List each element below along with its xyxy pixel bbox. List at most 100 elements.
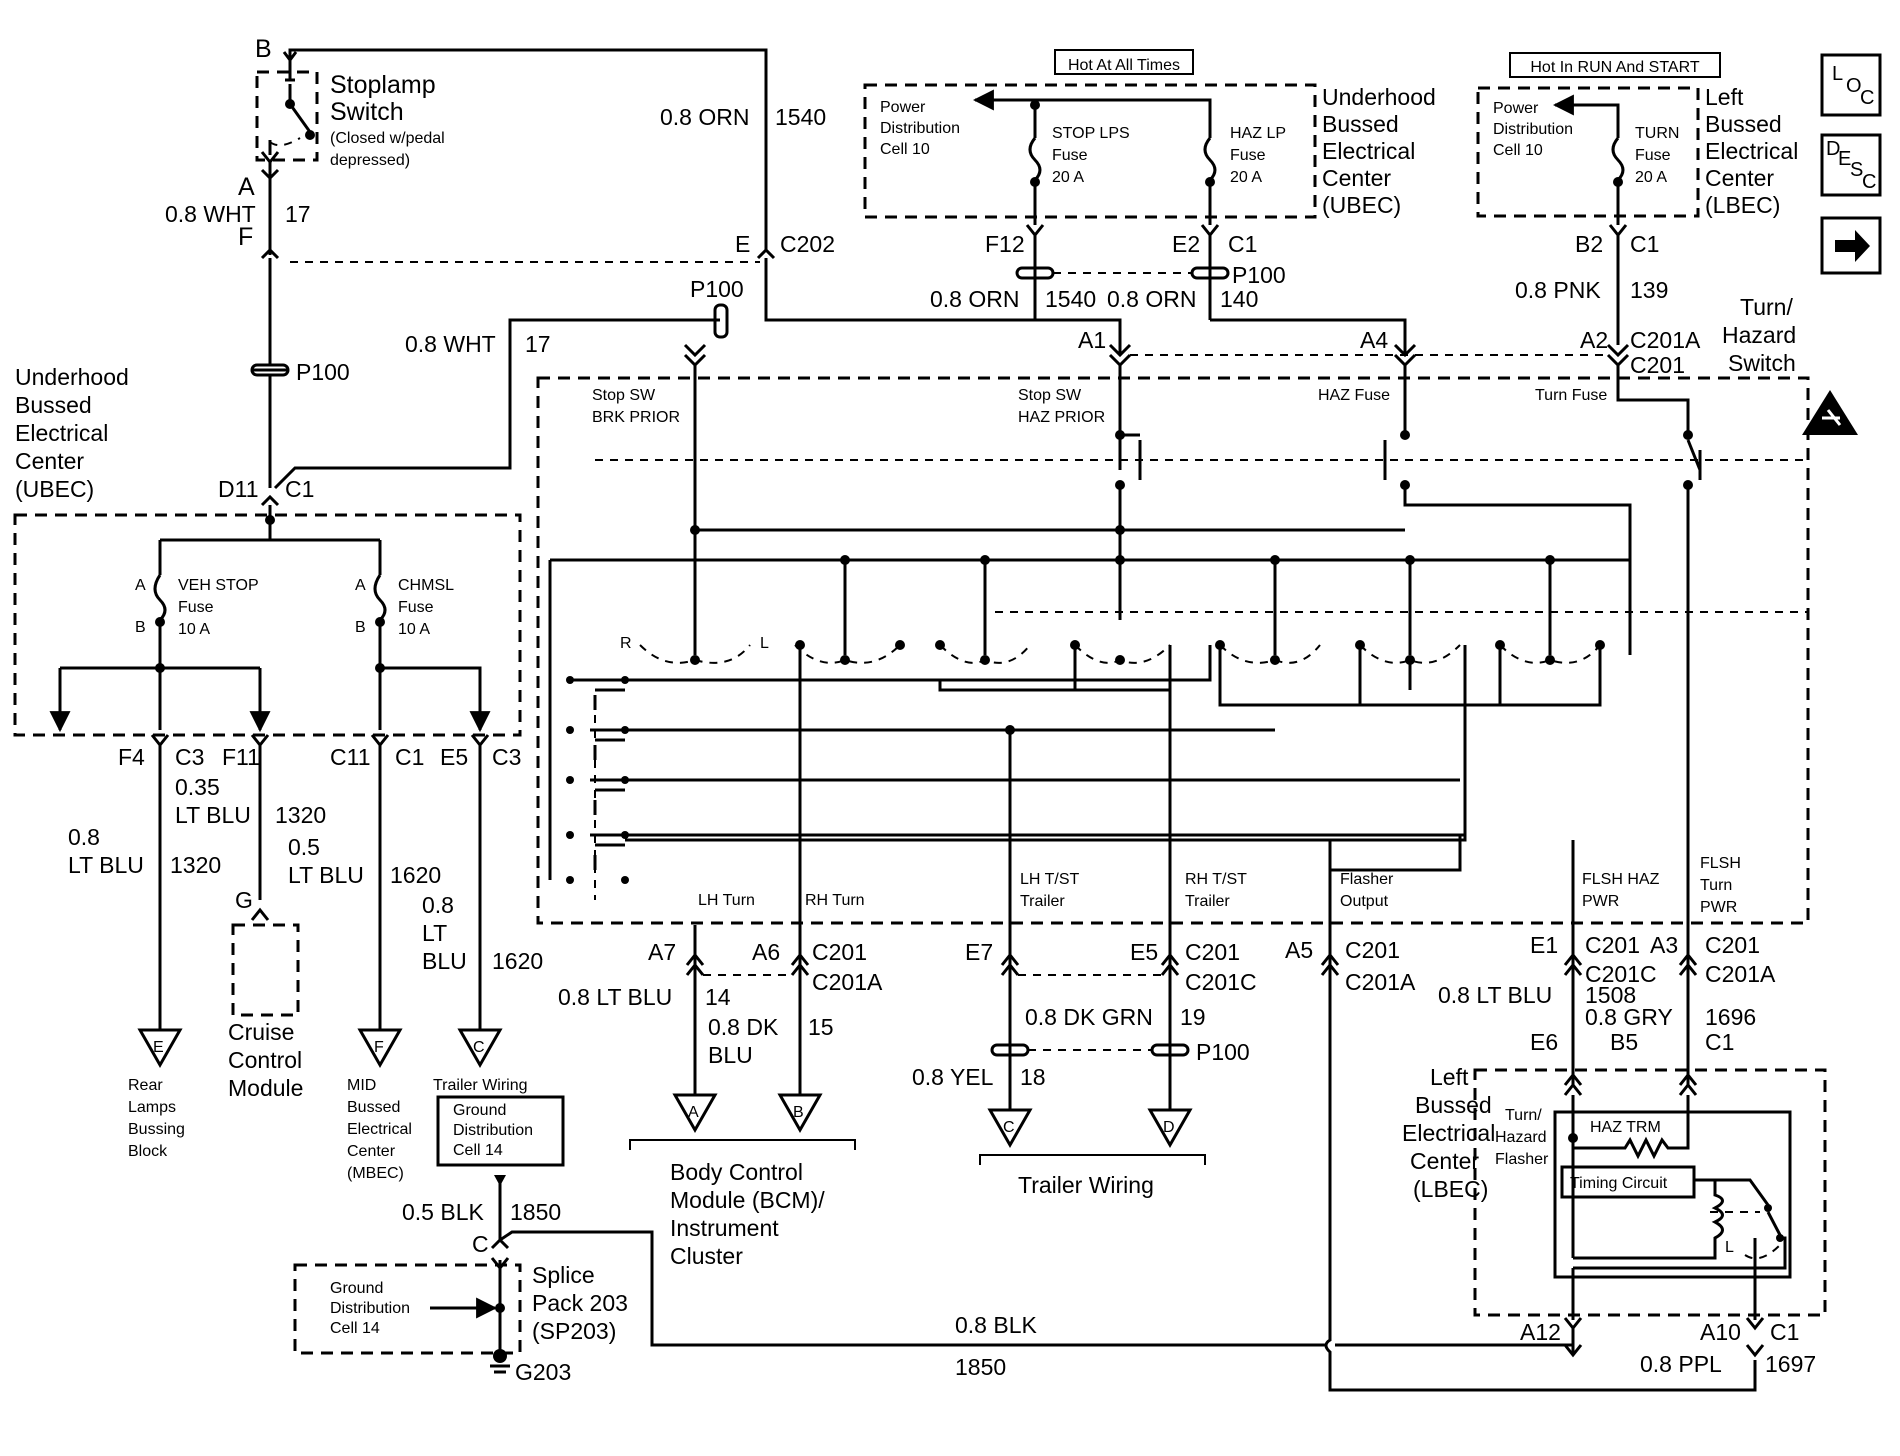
svg-text:Switch: Switch [1728,350,1796,376]
next-arrow-icon[interactable] [1820,216,1882,275]
svg-text:F4: F4 [118,744,145,770]
svg-text:A: A [238,173,255,201]
svg-text:1620: 1620 [492,948,543,974]
svg-text:Center: Center [15,448,84,474]
svg-text:Rear: Rear [128,1077,163,1094]
svg-text:Center: Center [1410,1148,1479,1174]
svg-text:Block: Block [128,1143,168,1160]
svg-text:B: B [135,619,146,636]
orn-1540-wire: 0.8 ORN 1540 E C202 [288,48,1105,322]
svg-text:Flasher: Flasher [1495,1151,1549,1168]
svg-text:Bussed: Bussed [1705,111,1782,137]
svg-text:1620: 1620 [390,862,441,888]
svg-text:1850: 1850 [955,1354,1006,1380]
svg-text:C: C [1003,1119,1015,1136]
svg-text:RH Turn: RH Turn [805,892,865,909]
svg-text:C201A: C201A [1630,327,1701,353]
svg-text:CHMSL: CHMSL [398,577,454,594]
svg-text:(SP203): (SP203) [532,1318,616,1344]
svg-text:E2: E2 [1172,231,1200,257]
desc-icon[interactable]: D E S C [1820,133,1882,197]
svg-text:Ground: Ground [453,1102,506,1119]
svg-text:BRK PRIOR: BRK PRIOR [592,409,680,426]
svg-text:C: C [472,1231,489,1257]
svg-text:Left: Left [1430,1064,1469,1090]
svg-text:D11: D11 [218,476,259,502]
svg-text:G: G [235,887,253,913]
svg-text:C: C [473,1039,485,1056]
svg-text:Hazard: Hazard [1722,322,1796,348]
svg-text:D: D [1163,1119,1175,1136]
svg-text:Bussed: Bussed [15,392,92,418]
svg-text:0.8 WHT: 0.8 WHT [405,331,496,357]
svg-text:Distribution: Distribution [330,1300,410,1317]
svg-text:Timing Circuit: Timing Circuit [1570,1175,1668,1192]
svg-text:Electrical: Electrical [347,1121,412,1138]
svg-text:Distribution: Distribution [880,120,960,137]
bcm-connection: A7 A6 C201 C201A 0.8 LT BLU 14 0.8 DK BL… [558,925,883,1269]
svg-text:C201C: C201C [1585,961,1657,987]
svg-text:C1: C1 [1770,1319,1799,1345]
svg-text:1697: 1697 [1765,1351,1816,1377]
svg-text:Bussing: Bussing [128,1121,185,1138]
svg-text:A: A [355,577,366,594]
svg-text:0.5: 0.5 [288,834,320,860]
svg-text:(LBEC): (LBEC) [1705,192,1780,218]
svg-text:20 A: 20 A [1635,169,1667,186]
svg-text:1696: 1696 [1705,1004,1756,1030]
svg-text:LT BLU: LT BLU [68,852,144,878]
svg-text:0.8 DK GRN: 0.8 DK GRN [1025,1004,1153,1030]
svg-text:Turn/: Turn/ [1505,1107,1542,1124]
svg-text:C201: C201 [1345,937,1400,963]
svg-text:A10: A10 [1700,1319,1741,1345]
svg-text:C201: C201 [1585,932,1640,958]
svg-text:Stoplamp: Stoplamp [330,71,436,99]
svg-text:HAZ TRM: HAZ TRM [1590,1119,1661,1136]
svg-text:F11: F11 [222,744,260,770]
svg-text:Underhood: Underhood [1322,84,1436,110]
svg-text:TURN: TURN [1635,125,1679,142]
svg-text:F12: F12 [985,231,1025,257]
svg-text:L: L [760,635,769,652]
svg-text:Cluster: Cluster [670,1243,743,1269]
svg-text:Electrical: Electrical [15,420,108,446]
svg-text:B: B [255,35,272,63]
svg-text:1508: 1508 [1585,982,1636,1008]
svg-text:Output: Output [1340,893,1389,910]
svg-text:0.8: 0.8 [422,892,454,918]
svg-text:Turn Fuse: Turn Fuse [1535,387,1607,404]
svg-text:Center: Center [347,1143,396,1160]
loc-icon[interactable]: L O C [1820,53,1882,117]
svg-text:Stop SW: Stop SW [592,387,656,404]
svg-text:C201: C201 [1705,932,1760,958]
svg-text:C11: C11 [330,744,371,770]
svg-text:139: 139 [1630,277,1668,303]
svg-text:Cruise: Cruise [228,1019,294,1045]
svg-text:Cell 14: Cell 14 [330,1320,380,1337]
svg-text:Electrical: Electrical [1322,138,1415,164]
svg-text:(LBEC): (LBEC) [1413,1176,1488,1202]
svg-text:F: F [238,223,253,251]
svg-text:MID: MID [347,1077,376,1094]
svg-text:VEH STOP: VEH STOP [178,577,259,594]
svg-text:Lamps: Lamps [128,1099,176,1116]
svg-text:LT: LT [422,920,447,946]
svg-text:P100: P100 [1196,1039,1250,1065]
svg-text:140: 140 [1220,286,1258,312]
svg-text:HAZ PRIOR: HAZ PRIOR [1018,409,1105,426]
svg-text:Electrical: Electrical [1402,1120,1495,1146]
svg-text:Stop SW: Stop SW [1018,387,1082,404]
svg-text:Ground: Ground [330,1280,383,1297]
svg-text:Fuse: Fuse [178,599,214,616]
svg-text:0.8 ORN: 0.8 ORN [660,104,749,130]
svg-text:(UBEC): (UBEC) [1322,192,1401,218]
svg-text:0.8 PNK: 0.8 PNK [1515,277,1601,303]
svg-text:0.8 LT BLU: 0.8 LT BLU [558,984,672,1010]
svg-text:P100: P100 [690,276,744,302]
svg-text:Trailer Wiring: Trailer Wiring [433,1077,528,1094]
svg-text:Bussed: Bussed [1415,1092,1492,1118]
svg-text:Trailer: Trailer [1185,893,1230,910]
svg-text:Switch: Switch [330,98,404,126]
svg-text:A: A [688,1104,699,1121]
